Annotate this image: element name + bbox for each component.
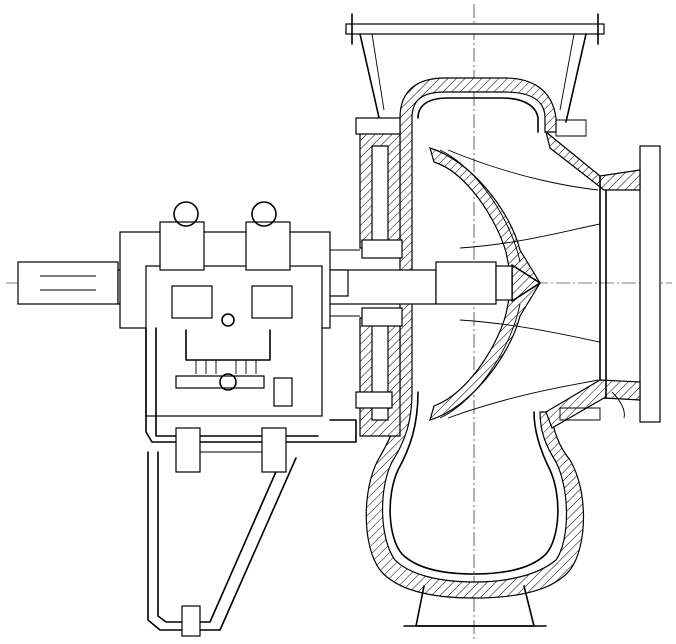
casing-foot	[403, 585, 547, 627]
shaft-sleeve	[435, 261, 497, 305]
suction-flange	[544, 119, 661, 429]
bearing-housing	[119, 201, 331, 417]
discharge-nozzle	[345, 13, 605, 123]
base-frame	[145, 327, 357, 637]
shaft-drive-end	[17, 261, 119, 305]
seal-gland-bolt-top	[355, 117, 401, 135]
foot-bolt-right	[261, 427, 287, 473]
pedestal-foot	[181, 605, 201, 637]
suction-flange-plate	[639, 145, 661, 423]
shaft-seal	[330, 117, 403, 437]
volute-shell	[365, 77, 584, 599]
impeller-hub-shroud	[429, 147, 541, 421]
lifting-eye-left	[173, 201, 199, 227]
suction-liner-top	[544, 130, 641, 191]
lifting-eye-right	[251, 201, 277, 227]
impeller	[429, 147, 601, 421]
volute-casing	[365, 77, 584, 599]
discharge-flange	[345, 23, 605, 35]
bearing-cap-left	[159, 221, 205, 271]
bearing-cap-right	[245, 221, 291, 271]
seal-gland-bolt-bottom	[355, 391, 393, 409]
foot-bolt-left	[175, 427, 201, 473]
